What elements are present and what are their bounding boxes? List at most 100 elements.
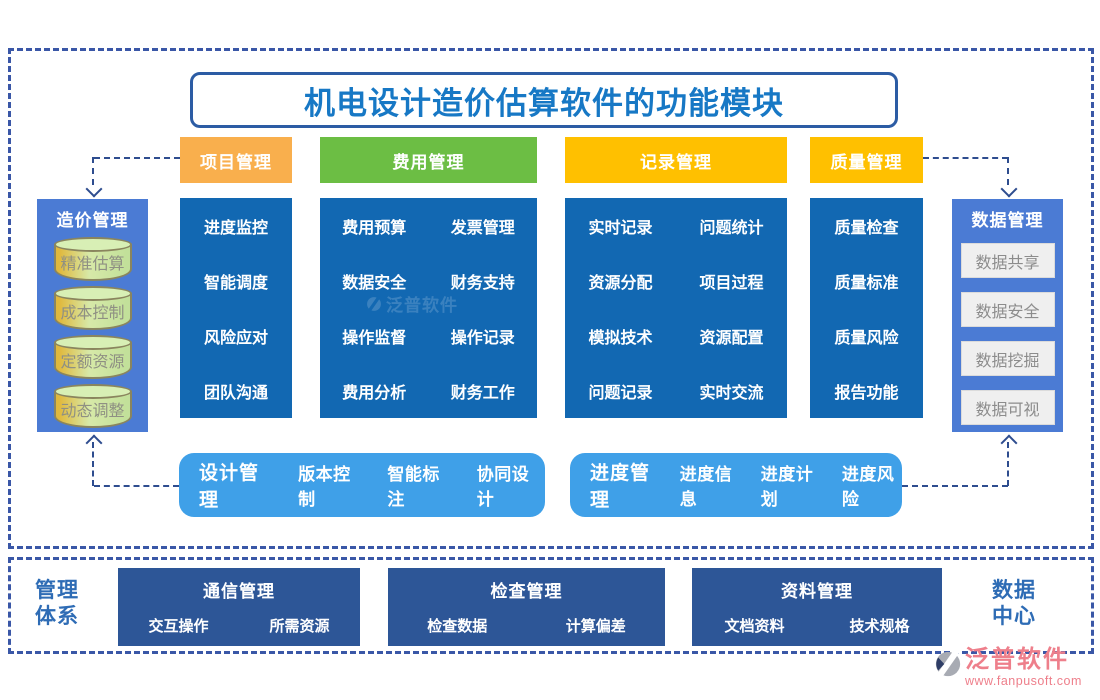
module-item: 问题记录 (588, 384, 653, 402)
module-item: 实时交流 (699, 384, 764, 402)
header-label: 记录管理 (640, 152, 712, 172)
connector-line (92, 157, 94, 185)
vendor-logo: 泛普软件 www.fanpusoft.com (934, 648, 1082, 688)
cylinder-label: 精准估算 (60, 256, 125, 273)
pill-title: 进度管理 (590, 463, 651, 511)
pill-item: 协同设计 (476, 465, 530, 509)
fanpu-watermark-icon (366, 295, 382, 312)
label-data-center: 数据 中心 (985, 578, 1043, 631)
column-cost-mgmt: 费用预算 发票管理 数据安全 财务支持 操作监督 操作记录 费用分析 财务工作 (320, 198, 537, 418)
header-label: 费用管理 (392, 152, 465, 172)
data-button-stack: 数据共享 数据安全 数据挖掘 数据可视 (952, 243, 1063, 425)
pill-item: 进度风险 (841, 465, 895, 509)
module-item: 操作监督 (342, 329, 407, 347)
connector-line (92, 442, 94, 486)
column-project-mgmt: 进度监控 智能调度 风险应对 团队沟通 (180, 198, 292, 418)
module-item: 数据安全 (342, 274, 407, 292)
module-row: 费用分析 财务工作 (320, 379, 537, 403)
panel-cost-control: 造价管理 精准估算 成本控制 定额资源 动态调整 (37, 199, 148, 432)
box-items: 检查数据 计算偏差 (388, 615, 665, 636)
column-record-mgmt: 实时记录 问题统计 资源分配 项目过程 模拟技术 资源配置 问题记录 实时交流 (565, 198, 787, 418)
data-feature-tile: 数据安全 (960, 292, 1055, 327)
header-label: 质量管理 (830, 152, 903, 172)
label-mgmt-system: 管理 体系 (28, 578, 86, 631)
module-item: 风险应对 (203, 329, 268, 347)
module-row: 问题记录 实时交流 (565, 379, 787, 403)
module-item: 模拟技术 (588, 329, 653, 347)
pill-item: 进度信息 (679, 465, 733, 509)
box-items: 文档资料 技术规格 (692, 615, 942, 636)
box-inspection-mgmt: 检查管理 检查数据 计算偏差 (388, 568, 665, 646)
module-item: 智能调度 (203, 274, 268, 292)
column-quality-mgmt: 质量检查 质量标准 质量风险 报告功能 (810, 198, 923, 418)
pill-item: 智能标注 (387, 465, 440, 509)
box-item: 文档资料 (724, 618, 785, 635)
label-line: 管理 (35, 579, 79, 602)
module-item: 质量检查 (834, 219, 899, 237)
connector-line (94, 157, 180, 159)
module-item: 团队沟通 (203, 384, 268, 402)
box-item: 交互操作 (148, 618, 209, 635)
header-label: 项目管理 (200, 152, 272, 172)
module-row: 操作监督 操作记录 (320, 324, 537, 348)
database-cylinder-icon: 成本控制 (53, 286, 132, 330)
database-cylinder-icon: 定额资源 (53, 335, 132, 379)
header-record-mgmt: 记录管理 (565, 137, 787, 183)
database-cylinder-icon: 动态调整 (53, 384, 132, 428)
page-title: 机电设计造价估算软件的功能模块 (190, 72, 898, 128)
module-row: 模拟技术 资源配置 (565, 324, 787, 348)
watermark: 泛普软件 (366, 291, 458, 316)
cylinder-stack: 精准估算 成本控制 定额资源 动态调整 (37, 237, 148, 428)
logo-texts: 泛普软件 www.fanpusoft.com (965, 648, 1082, 688)
pill-design-mgmt: 设计管理 版本控制 智能标注 协同设计 (179, 453, 545, 517)
module-row: 费用预算 发票管理 (320, 214, 537, 238)
module-item: 问题统计 (699, 219, 764, 237)
fanpu-logo-icon (935, 650, 961, 678)
panel-title: 数据管理 (971, 211, 1044, 230)
header-cost-mgmt: 费用管理 (320, 137, 537, 183)
module-item: 费用预算 (342, 219, 407, 237)
module-row: 实时记录 问题统计 (565, 214, 787, 238)
box-document-mgmt: 资料管理 文档资料 技术规格 (692, 568, 942, 646)
module-item: 进度监控 (203, 219, 268, 237)
pill-item: 版本控制 (298, 465, 351, 509)
connector-line (1007, 157, 1009, 185)
box-item: 检查数据 (427, 618, 488, 635)
data-feature-tile: 数据可视 (960, 390, 1055, 425)
module-item: 项目过程 (699, 274, 764, 292)
cylinder-label: 动态调整 (60, 403, 125, 420)
bottom-dashed-region (8, 557, 1094, 654)
header-quality-mgmt: 质量管理 (810, 137, 923, 183)
label-line: 中心 (992, 605, 1036, 629)
database-cylinder-icon: 精准估算 (53, 237, 132, 281)
panel-title: 造价管理 (56, 211, 129, 230)
module-item: 质量风险 (834, 329, 899, 347)
box-communication-mgmt: 通信管理 交互操作 所需资源 (118, 568, 360, 646)
connector-line (94, 485, 179, 487)
module-item: 资源分配 (588, 274, 653, 292)
data-feature-tile: 数据挖掘 (960, 341, 1055, 376)
logo-url: www.fanpusoft.com (965, 674, 1082, 688)
page-title-text: 机电设计造价估算软件的功能模块 (304, 85, 784, 121)
box-items: 交互操作 所需资源 (118, 615, 360, 636)
module-item: 发票管理 (450, 219, 515, 237)
module-item: 费用分析 (342, 384, 407, 402)
module-item: 报告功能 (834, 384, 899, 402)
connector-line (923, 157, 1008, 159)
panel-data-mgmt: 数据管理 数据共享 数据安全 数据挖掘 数据可视 (952, 199, 1063, 432)
pill-title: 设计管理 (199, 463, 260, 511)
header-project-mgmt: 项目管理 (180, 137, 292, 183)
cylinder-label: 定额资源 (60, 354, 125, 371)
main-dashed-region (8, 48, 1094, 549)
box-title: 资料管理 (781, 582, 853, 601)
box-item: 所需资源 (269, 618, 330, 635)
module-row: 数据安全 财务支持 (320, 269, 537, 293)
label-line: 体系 (35, 605, 79, 629)
pill-item: 进度计划 (760, 465, 814, 509)
connector-line (902, 485, 1008, 487)
module-row: 资源分配 项目过程 (565, 269, 787, 293)
watermark-text: 泛普软件 (386, 296, 458, 315)
box-title: 通信管理 (203, 582, 275, 601)
module-item: 操作记录 (450, 329, 515, 347)
box-title: 检查管理 (490, 582, 563, 601)
